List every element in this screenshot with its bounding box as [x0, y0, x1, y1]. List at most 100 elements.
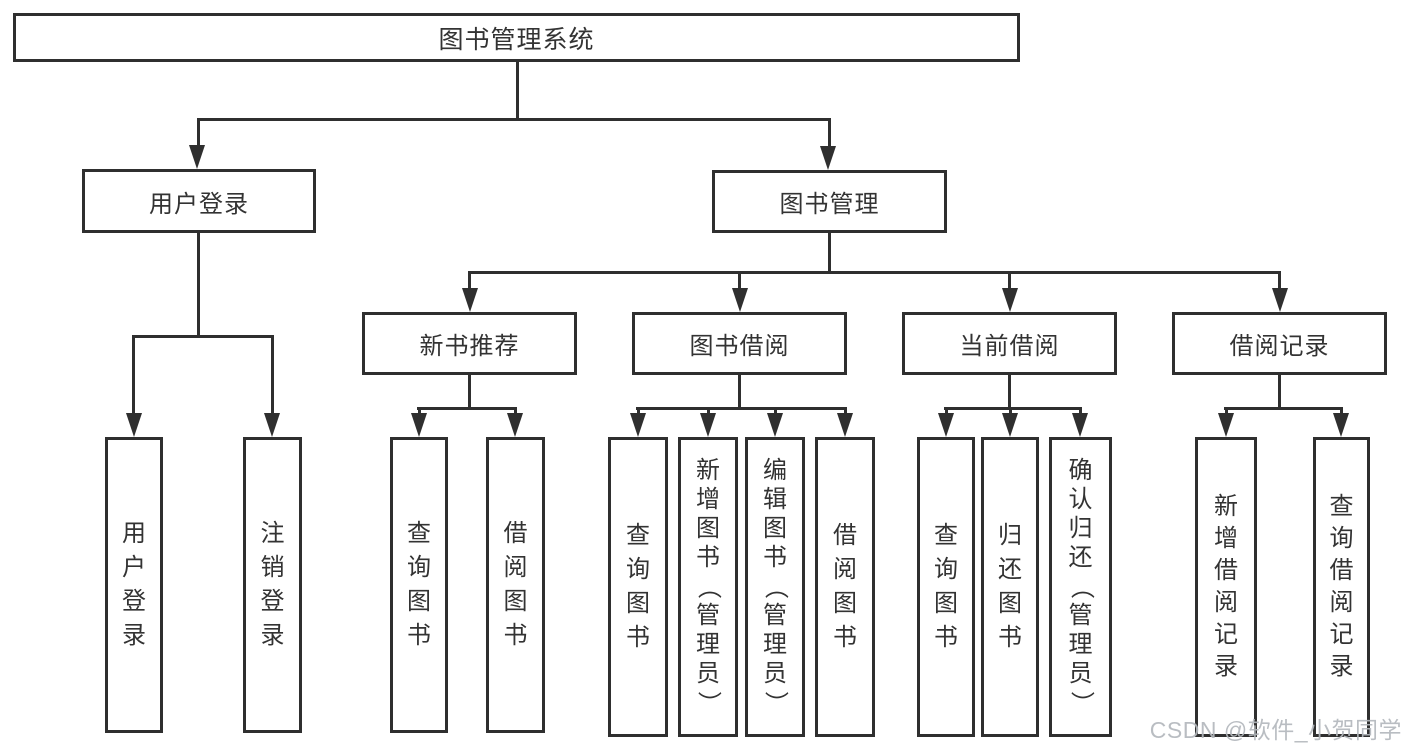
vertical-char: 归	[998, 522, 1022, 549]
vertical-char: 借	[1329, 557, 1354, 584]
vertical-char: 增	[1214, 525, 1238, 552]
vertical-char: 书	[407, 622, 431, 649]
leaf-add-borrow-record: 新增借阅记录	[1195, 437, 1257, 737]
vertical-char: 询	[1329, 525, 1354, 552]
vertical-char: 注	[260, 520, 285, 547]
vertical-char: （	[1067, 575, 1095, 599]
leaf-query-books: 查询图书	[608, 437, 668, 737]
vertical-char: 询	[626, 556, 650, 583]
vertical-char: 图	[998, 590, 1022, 617]
vertical-char: 登	[260, 588, 285, 615]
connector-leaf-branch	[944, 407, 1082, 410]
connector-root-trunk	[516, 62, 519, 120]
arrow-down-icon	[1218, 413, 1234, 437]
vertical-char: 借	[503, 520, 528, 547]
node-user-login: 用户登录	[82, 169, 316, 233]
vertical-char: 查	[626, 522, 650, 549]
arrow-down-icon	[732, 288, 748, 312]
connector-drop-borrowing-records	[1278, 271, 1281, 293]
arrow-down-icon	[507, 413, 523, 437]
vertical-char: 查	[1329, 493, 1354, 520]
leaf-edit-books-admin: 编辑图书（管理员）	[745, 437, 805, 737]
vertical-char: 员	[1068, 660, 1093, 687]
vertical-char: 录	[1329, 653, 1354, 680]
vertical-char: （	[695, 575, 722, 599]
arrow-down-icon	[630, 413, 646, 437]
vertical-char: 查	[407, 520, 431, 547]
vertical-char: 图	[763, 515, 787, 542]
vertical-char: 确	[1068, 457, 1093, 484]
arrow-down-icon	[820, 146, 836, 170]
arrow-down-icon	[700, 413, 716, 437]
vertical-char: （	[762, 575, 789, 599]
vertical-char: 认	[1068, 486, 1093, 513]
leaf-add-books-admin: 新增图书（管理员）	[678, 437, 738, 737]
vertical-char: 理	[763, 631, 787, 658]
vertical-char: 询	[934, 556, 958, 583]
vertical-char: 编	[763, 457, 787, 484]
leaf-user-login: 用户登录	[105, 437, 163, 733]
vertical-char: 销	[260, 554, 285, 581]
leaf-confirm-return-admin: 确认归还（管理员）	[1049, 437, 1112, 737]
vertical-char: ）	[1067, 691, 1095, 715]
connector-leaf-branch	[636, 407, 846, 410]
arrow-down-icon	[264, 413, 280, 437]
vertical-char: 阅	[1329, 589, 1354, 616]
arrow-down-icon	[1272, 288, 1288, 312]
connector-drop-book-management	[828, 118, 831, 148]
vertical-char: 管	[696, 602, 720, 629]
connector-level3-branch	[468, 271, 1281, 274]
connector-drop-leaf	[132, 335, 135, 417]
csdn-watermark: CSDN @软件_小贺同学	[1149, 717, 1402, 743]
vertical-char: 记	[1214, 621, 1238, 648]
arrow-down-icon	[1333, 413, 1349, 437]
connector-leaf-branch	[1224, 407, 1343, 410]
connector-drop-new-books	[468, 271, 471, 293]
vertical-char: 阅	[503, 554, 528, 581]
vertical-char: 借	[1214, 557, 1238, 584]
connector-user-login-stem	[197, 233, 200, 338]
node-book-management: 图书管理	[712, 170, 947, 233]
connector-leaf-branch	[417, 407, 517, 410]
vertical-char: 阅	[833, 556, 857, 583]
vertical-char: 管	[763, 602, 787, 629]
arrow-down-icon	[462, 288, 478, 312]
vertical-char: 图	[407, 588, 431, 615]
connector-drop-current-borrowing	[1008, 271, 1011, 293]
arrow-down-icon	[126, 413, 142, 437]
connector-level1-branch	[197, 118, 831, 121]
leaf-borrow-books: 借阅图书	[486, 437, 545, 733]
node-root-library-management-system: 图书管理系统	[13, 13, 1020, 62]
connector-book-management-stem	[828, 233, 831, 273]
connector-stem	[738, 375, 741, 409]
arrow-down-icon	[837, 413, 853, 437]
arrow-down-icon	[938, 413, 954, 437]
connector-drop-leaf	[271, 335, 274, 417]
vertical-char: 书	[833, 624, 857, 651]
vertical-char: 图	[503, 588, 528, 615]
vertical-char: 记	[1329, 621, 1354, 648]
vertical-char: 书	[998, 624, 1022, 651]
node-current-borrowing: 当前借阅	[902, 312, 1117, 375]
vertical-char: 录	[1214, 653, 1238, 680]
vertical-char: 新	[696, 457, 720, 484]
connector-stem	[1008, 375, 1011, 409]
vertical-char: 图	[626, 590, 650, 617]
arrow-down-icon	[1072, 413, 1088, 437]
vertical-char: 用	[122, 520, 146, 547]
vertical-char: ）	[762, 691, 789, 715]
vertical-char: 图	[833, 590, 857, 617]
vertical-char: 登	[122, 588, 146, 615]
connector-stem	[468, 375, 471, 409]
vertical-char: 询	[407, 554, 431, 581]
vertical-char: 阅	[1214, 589, 1238, 616]
vertical-char: 员	[763, 660, 787, 687]
vertical-char: 书	[626, 624, 650, 651]
leaf-query-books: 查询图书	[917, 437, 975, 737]
connector-drop-book-borrowing	[738, 271, 741, 293]
node-borrowing-records: 借阅记录	[1172, 312, 1387, 375]
arrow-down-icon	[411, 413, 427, 437]
vertical-char: 新	[1214, 493, 1238, 520]
vertical-char: 录	[260, 622, 285, 649]
vertical-char: 还	[998, 556, 1022, 583]
